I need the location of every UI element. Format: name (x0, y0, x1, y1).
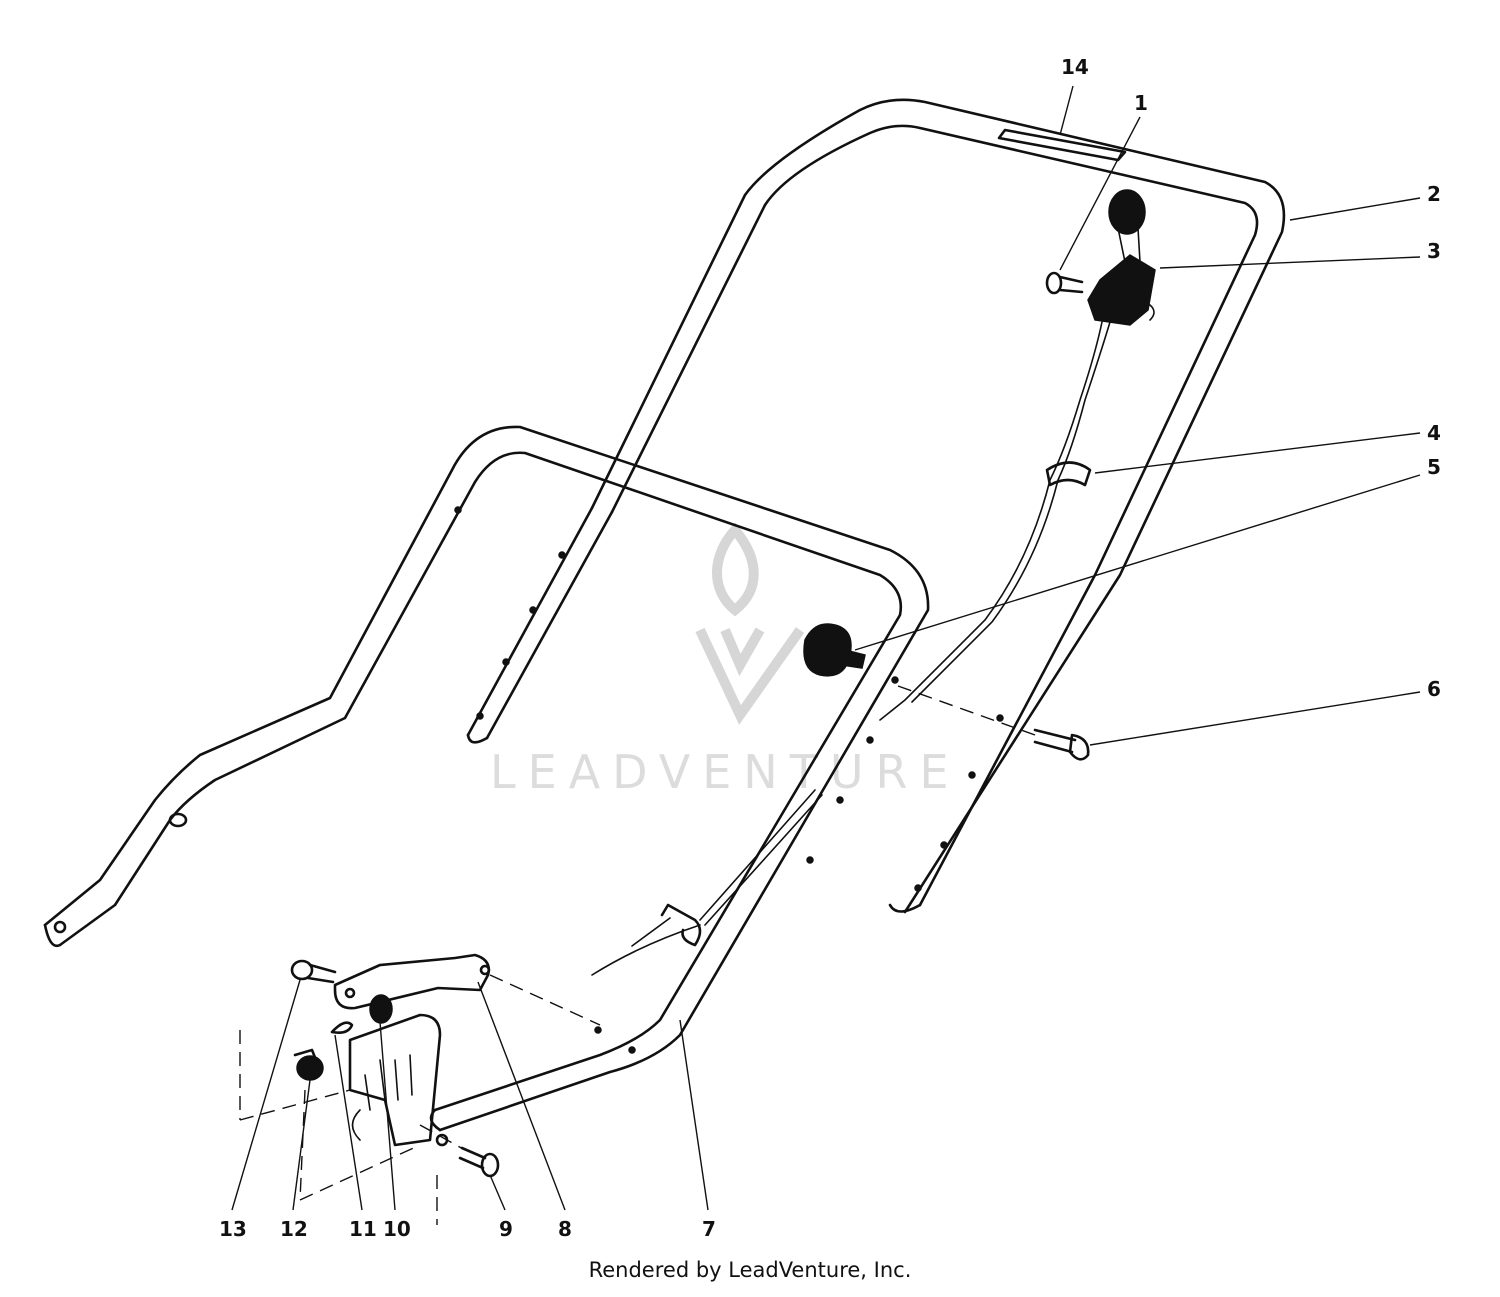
knob-part-5 (803, 623, 866, 677)
bolt-part-13 (290, 959, 337, 984)
callout-12: 12 (280, 1217, 308, 1241)
upper-handle-part-2 (466, 98, 1286, 914)
callout-1: 1 (1134, 91, 1148, 115)
cable-clip (631, 903, 702, 947)
callout-13: 13 (219, 1217, 247, 1241)
spacer-part-10 (369, 994, 393, 1024)
callout-2: 2 (1427, 182, 1441, 206)
leader-lines (231, 85, 1421, 1211)
callout-4: 4 (1427, 421, 1441, 445)
bracket-part-8 (333, 953, 601, 1026)
watermark-text: LEADVENTURE (490, 745, 961, 799)
pin-part-11 (330, 1021, 354, 1034)
footer-credit: Rendered by LeadVenture, Inc. (588, 1258, 912, 1282)
callout-5: 5 (1427, 455, 1441, 479)
throttle-control-part-3 (591, 189, 1156, 976)
nut-part-12 (293, 1048, 324, 1081)
callout-8: 8 (558, 1217, 572, 1241)
callout-14: 14 (1061, 55, 1089, 79)
bolt-part-1 (1045, 271, 1084, 295)
carriage-bolt-part-6 (897, 685, 1090, 761)
callout-3: 3 (1427, 239, 1441, 263)
callout-7: 7 (702, 1217, 716, 1241)
callout-10: 10 (383, 1217, 411, 1241)
lower-handle-part-7 (43, 425, 930, 1147)
callout-6: 6 (1427, 677, 1441, 701)
deck-bracket (239, 1013, 442, 1225)
callout-labels: 14 1 2 3 4 5 6 7 8 9 10 11 12 13 (219, 55, 1441, 1241)
callout-9: 9 (499, 1217, 513, 1241)
callout-11: 11 (349, 1217, 377, 1241)
watermark-logo: LEADVENTURE (490, 522, 961, 799)
cable-tie-part-4 (1045, 461, 1092, 487)
